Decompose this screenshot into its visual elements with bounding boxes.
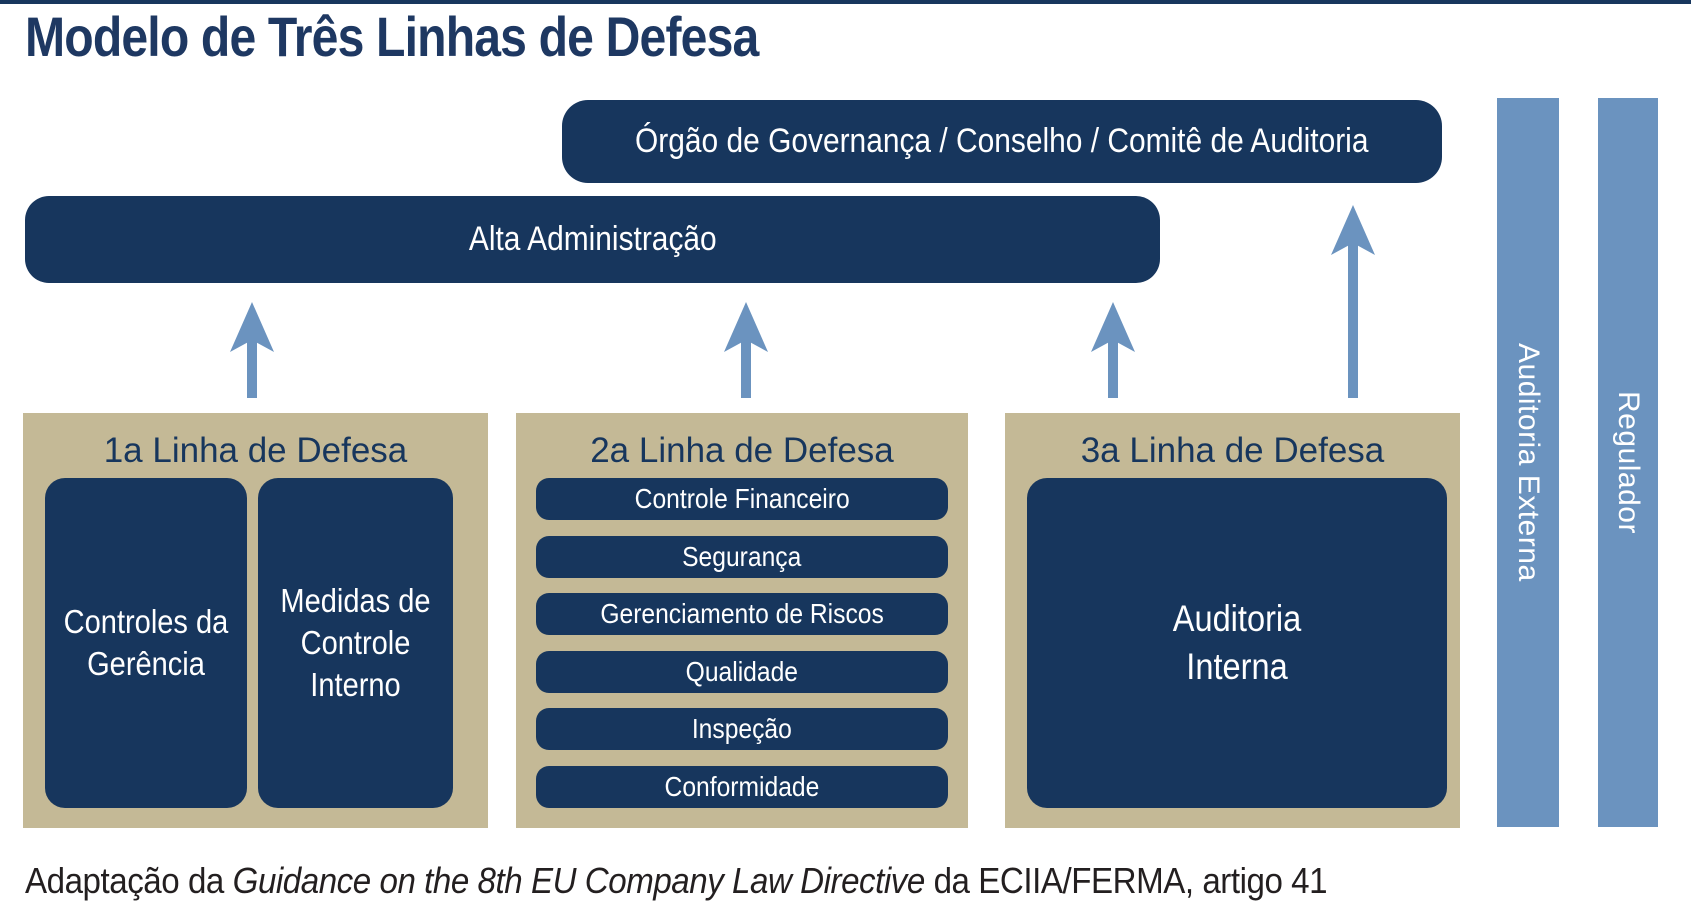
defense-bar-label: Inspeção xyxy=(691,713,792,744)
defense-bar: Inspeção xyxy=(536,708,948,750)
defense-bar-label: Conformidade xyxy=(664,771,820,802)
senior-management-box: Alta Administração xyxy=(25,196,1160,283)
column-title: 2a Linha de Defesa xyxy=(590,431,894,470)
footer-caption-prefix: Adaptação da xyxy=(25,860,233,901)
defense-bar-label: Segurança xyxy=(682,541,802,572)
defense-bar: Segurança xyxy=(536,536,948,578)
regulator-bar-label: Regulador xyxy=(1612,391,1645,534)
external-audit-bar-label: Auditoria Externa xyxy=(1512,343,1545,582)
defense-column-1: 1a Linha de Defesa Controles da Gerência… xyxy=(23,413,488,828)
defense-bar-label: Controle Financeiro xyxy=(634,483,850,514)
column-title: 3a Linha de Defesa xyxy=(1080,431,1385,470)
up-arrow-tall-icon xyxy=(1331,205,1375,398)
footer-caption-source-title: Guidance on the 8th EU Company Law Direc… xyxy=(232,860,926,901)
defense-bar: Gerenciamento de Riscos xyxy=(536,593,948,635)
up-arrow-icon xyxy=(724,302,768,398)
defense-bar-label: Gerenciamento de Riscos xyxy=(600,598,884,629)
defense-box-label: Controles da Gerência xyxy=(63,602,229,682)
regulator-bar: Regulador xyxy=(1598,98,1658,827)
footer-caption-suffix: da ECIIA/FERMA, artigo 41 xyxy=(924,860,1328,901)
defense-box-label: Auditoria Interna xyxy=(1172,597,1302,687)
defense-bar-label: Qualidade xyxy=(685,656,799,687)
defense-column-3: 3a Linha de Defesa Auditoria Interna xyxy=(1005,413,1460,828)
defense-bar: Qualidade xyxy=(536,651,948,693)
defense-bar: Conformidade xyxy=(536,766,948,808)
governance-box: Órgão de Governança / Conselho / Comitê … xyxy=(562,100,1442,183)
defense-box: Auditoria Interna xyxy=(1027,478,1447,808)
footer-caption: Adaptação da Guidance on the 8th EU Comp… xyxy=(25,860,1328,902)
defense-box: Medidas de Controle Interno xyxy=(258,478,453,808)
up-arrow-icon xyxy=(230,302,274,398)
senior-management-box-label: Alta Administração xyxy=(468,220,717,258)
defense-box-label: Medidas de Controle Interno xyxy=(280,581,431,704)
external-audit-bar: Auditoria Externa xyxy=(1497,98,1559,827)
page-title: Modelo de Três Linhas de Defesa xyxy=(25,5,759,68)
column-title: 1a Linha de Defesa xyxy=(103,431,408,470)
defense-column-2: 2a Linha de Defesa Controle Financeiro S… xyxy=(516,413,968,828)
defense-box: Controles da Gerência xyxy=(45,478,247,808)
top-border-rule xyxy=(0,0,1691,4)
defense-bar: Controle Financeiro xyxy=(536,478,948,520)
up-arrow-icon xyxy=(1091,302,1135,398)
governance-box-label: Órgão de Governança / Conselho / Comitê … xyxy=(635,122,1369,160)
